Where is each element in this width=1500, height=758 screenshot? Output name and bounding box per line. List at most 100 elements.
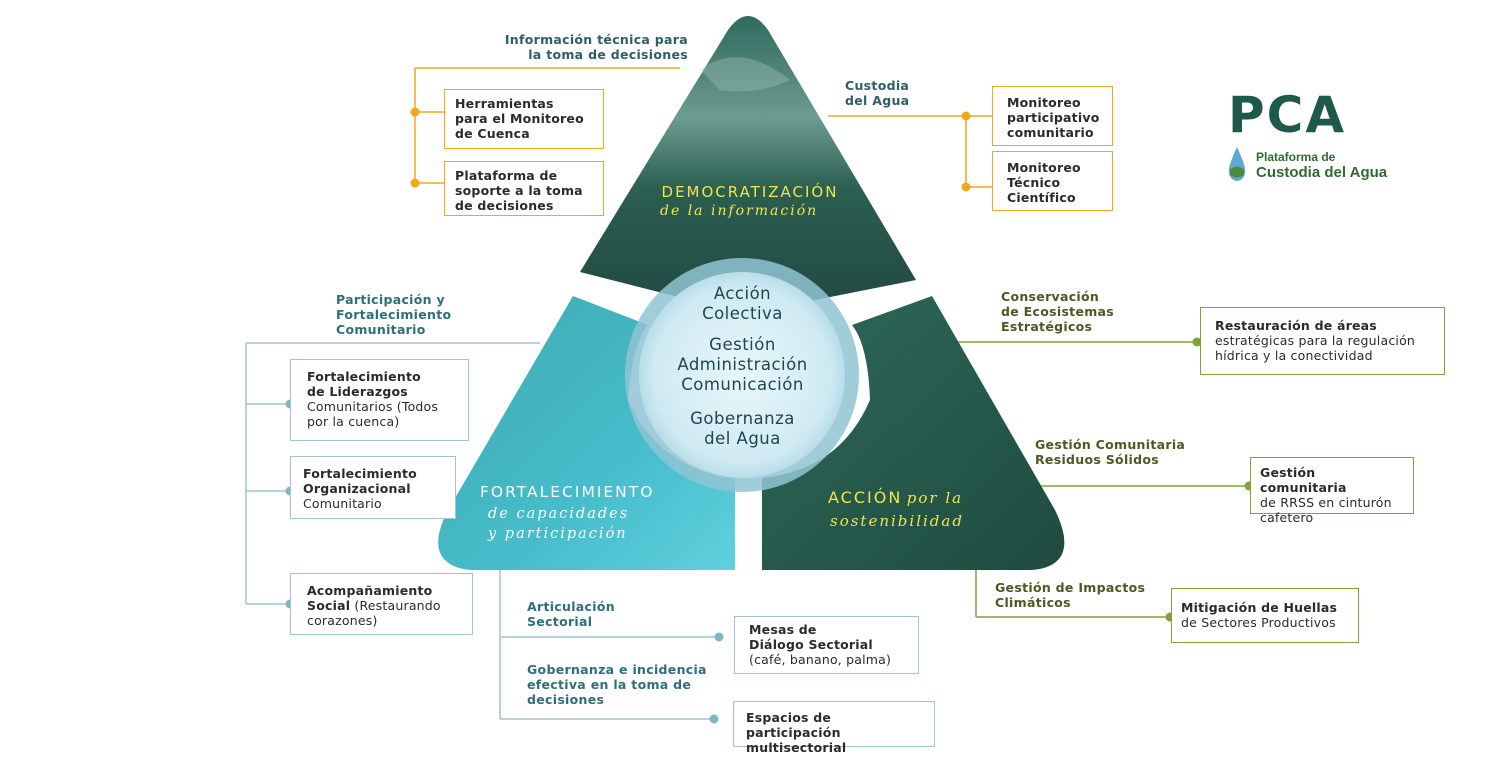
box-line: (café, banano, palma) xyxy=(749,652,892,667)
box-line: Mesas de xyxy=(749,622,817,637)
right-heading-impactos: Gestión de Impactos Climáticos xyxy=(995,580,1145,610)
heading-line: Articulación xyxy=(527,599,615,614)
box-line: participativo xyxy=(1007,110,1100,125)
box-line: Comunitario xyxy=(303,496,382,511)
box-line: de Liderazgos xyxy=(307,384,408,399)
box-acompanamiento: Acompañamiento Social (Restaurando coraz… xyxy=(290,573,473,635)
center-line: Administración xyxy=(677,355,808,374)
heading-line: Información técnica para xyxy=(504,32,688,47)
right-heading-residuos: Gestión Comunitaria Residuos Sólidos xyxy=(1035,437,1185,467)
center-line: Colectiva xyxy=(702,304,783,323)
box-plataforma: Plataforma de soporte a la toma de decis… xyxy=(444,161,604,216)
heading-line: Sectorial xyxy=(527,614,593,629)
left-title: FORTALECIMIENTO xyxy=(480,483,655,501)
logo-acronym: PCA xyxy=(1228,86,1347,144)
box-line: cafetero xyxy=(1260,510,1314,525)
logo-name: Plataforma de Custodia del Agua xyxy=(1256,150,1387,180)
top-segment-mist xyxy=(700,57,790,92)
bottom-connectors xyxy=(499,570,718,720)
box-line: Comunitarios (Todos xyxy=(307,399,439,414)
bottom-heading-articulacion: Articulación Sectorial xyxy=(527,599,615,629)
center-line: Acción xyxy=(713,284,772,303)
connector-dot xyxy=(714,632,724,642)
box-line: soporte a la toma xyxy=(455,183,583,198)
box-line: Monitoreo xyxy=(1007,95,1081,110)
box-monitoreo-participativo: Monitoreo participativo comunitario xyxy=(992,86,1113,146)
box-line: Acompañamiento xyxy=(307,583,433,598)
center-text-gobernanza: Gobernanza del Agua xyxy=(660,409,825,449)
box-line: Fortalecimiento xyxy=(303,466,417,481)
right-segment xyxy=(762,296,1065,570)
heading-line: Conservación xyxy=(1001,289,1100,304)
box-organizacional: Fortalecimiento Organizacional Comunitar… xyxy=(290,456,456,519)
box-line: de RRSS en cinturón xyxy=(1260,495,1392,510)
box-line: comunitario xyxy=(1007,125,1094,140)
heading-line: Fortalecimiento xyxy=(336,307,452,322)
top-title: DEMOCRATIZACIÓN xyxy=(661,183,839,201)
top-left-connectors xyxy=(414,67,680,184)
box-line: de Cuenca xyxy=(455,126,530,141)
connector-dot xyxy=(410,178,420,188)
heading-line: de Ecosistemas xyxy=(1001,304,1115,319)
box-mesas: Mesas de Diálogo Sectorial (café, banano… xyxy=(734,616,919,674)
right-title: ACCIÓN por la xyxy=(828,488,1028,508)
box-monitoreo-tecnico: Monitoreo Técnico Científico xyxy=(992,151,1113,211)
top-segment xyxy=(580,16,916,305)
connector-dot xyxy=(410,107,420,117)
heading-line: decisiones xyxy=(527,692,605,707)
heading-line: Custodia xyxy=(845,78,910,93)
box-line: Restauración de áreas xyxy=(1215,318,1377,333)
center-line: del Agua xyxy=(704,429,781,448)
right-title-1: ACCIÓN xyxy=(828,488,903,507)
connector-dot xyxy=(961,111,971,121)
top-subtitle: de la información xyxy=(660,203,819,219)
box-line: Técnico xyxy=(1007,175,1061,190)
water-drop-icon xyxy=(1228,147,1246,181)
heading-line: Climáticos xyxy=(995,595,1071,610)
box-line: de decisiones xyxy=(455,198,554,213)
heading-line: Comunitario xyxy=(336,322,426,337)
left-connectors xyxy=(245,342,540,605)
logo-name-line: Custodia del Agua xyxy=(1256,164,1388,181)
heading-line: Gestión Comunitaria xyxy=(1035,437,1186,452)
box-espacios: Espacios de participación multisectorial xyxy=(733,701,935,755)
connector-dot xyxy=(1192,337,1202,347)
box-line: multisectorial xyxy=(746,740,847,755)
box-line: Científico xyxy=(1007,190,1076,205)
heading-line: Gobernanza e incidencia xyxy=(527,662,707,677)
right-connectors xyxy=(958,341,1250,618)
box-rrss: Gestión comunitaria de RRSS en cinturón … xyxy=(1250,457,1414,525)
left-segment xyxy=(438,296,735,570)
box-line: Gestión comunitaria xyxy=(1260,465,1347,495)
connector-dot xyxy=(961,182,971,192)
left-heading: Participación y Fortalecimiento Comunita… xyxy=(336,292,451,337)
box-line: Monitoreo xyxy=(1007,160,1081,175)
center-line: Gestión xyxy=(709,335,776,354)
box-line: estratégicas para la regulación xyxy=(1215,333,1416,348)
top-right-heading: Custodia del Agua xyxy=(845,78,909,108)
box-line: Mitigación de Huellas xyxy=(1181,600,1338,615)
bottom-heading-gobernanza: Gobernanza e incidencia efectiva en la t… xyxy=(527,662,707,707)
center-text-accion: Acción Colectiva xyxy=(660,284,825,324)
box-liderazgos: Fortalecimiento de Liderazgos Comunitari… xyxy=(290,359,469,441)
box-line: (Restaurando xyxy=(350,598,441,613)
box-line: Herramientas xyxy=(455,96,554,111)
box-line: hídrica y la conectividad xyxy=(1215,348,1373,363)
box-line: Fortalecimiento xyxy=(307,369,421,384)
connector-dot xyxy=(709,714,719,724)
center-circle xyxy=(639,272,845,478)
right-heading-conservacion: Conservación de Ecosistemas Estratégicos xyxy=(1001,289,1114,334)
right-title-2: por la xyxy=(906,489,964,507)
heading-line: Gestión de Impactos xyxy=(995,580,1146,595)
box-line: Diálogo Sectorial xyxy=(749,637,873,652)
heading-line: la toma de decisiones xyxy=(528,47,688,62)
box-line: corazones) xyxy=(307,613,378,628)
box-line: para el Monitoreo xyxy=(455,111,584,126)
box-mitigacion: Mitigación de Huellas de Sectores Produc… xyxy=(1171,588,1359,643)
box-line: de Sectores Productivos xyxy=(1181,615,1336,630)
top-left-heading: Información técnica para la toma de deci… xyxy=(488,32,688,62)
right-title-3: sostenibilidad xyxy=(830,512,964,530)
left-subtitle-1: de capacidades xyxy=(488,506,630,522)
center-text-gestion: Gestión Administración Comunicación xyxy=(650,335,835,395)
